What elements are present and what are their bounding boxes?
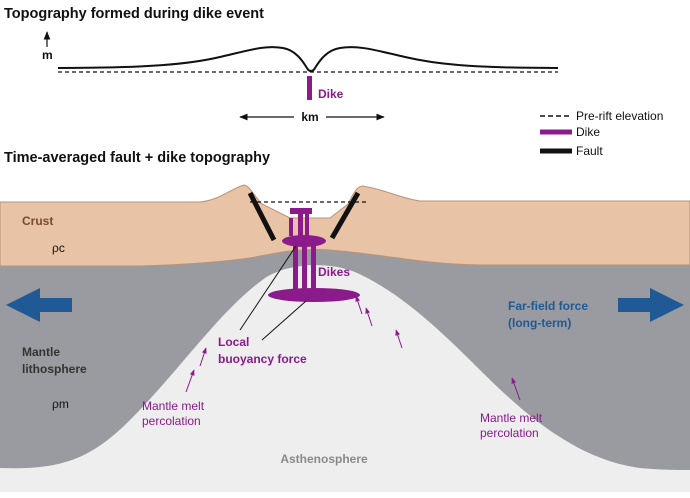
far-field-label-2: (long-term) [508,316,571,330]
legend-label-dike: Dike [576,125,600,139]
buoyancy-leader-1 [239,245,297,331]
dike-system [268,208,360,302]
legend: Pre-rift elevation Dike Fault [540,109,663,158]
mantle-label-2: lithosphere [22,362,87,376]
crust-layer [0,184,690,267]
top-panel-title: Topography formed during dike event [4,6,264,22]
fault-left [247,191,277,242]
asthenosphere-label: Asthenosphere [280,452,368,466]
asthenosphere-dome [0,265,690,492]
melt-left-label-1: Mantle melt [142,399,205,413]
far-field-label-1: Far-field force [508,299,588,313]
melt-percolation-arrows [185,295,521,401]
legend-label-fault: Fault [576,144,603,158]
x-axis-label: km [301,110,318,124]
local-buoyancy-label-1: Local [218,335,249,349]
far-field-arrow-left [6,288,72,322]
melt-right-label-1: Mantle melt [480,411,543,425]
melt-left-label-2: percolation [142,414,201,428]
topography-curve-top [57,46,559,72]
dike-label-top: Dike [318,87,344,101]
fault-right [329,191,361,240]
mantle-density-label: ρm [52,397,69,411]
lower-sill [268,288,360,302]
crust-label: Crust [22,214,53,228]
crust-density-label: ρc [52,241,65,255]
dike-bar-top [307,76,312,100]
melt-right-label-2: percolation [480,426,539,440]
y-axis-label: m [42,48,53,62]
x-axis-km: km [239,110,385,124]
far-field-arrow-right [618,288,684,322]
mantle-label-1: Mantle [22,345,60,359]
local-buoyancy-label-2: buoyancy force [218,352,307,366]
legend-label-pre-rift: Pre-rift elevation [576,109,663,123]
bottom-panel-title: Time-averaged fault + dike topography [4,150,270,166]
dikes-label: Dikes [318,265,350,279]
buoyancy-leader-2 [261,300,307,341]
y-axis-m: m [42,31,53,62]
